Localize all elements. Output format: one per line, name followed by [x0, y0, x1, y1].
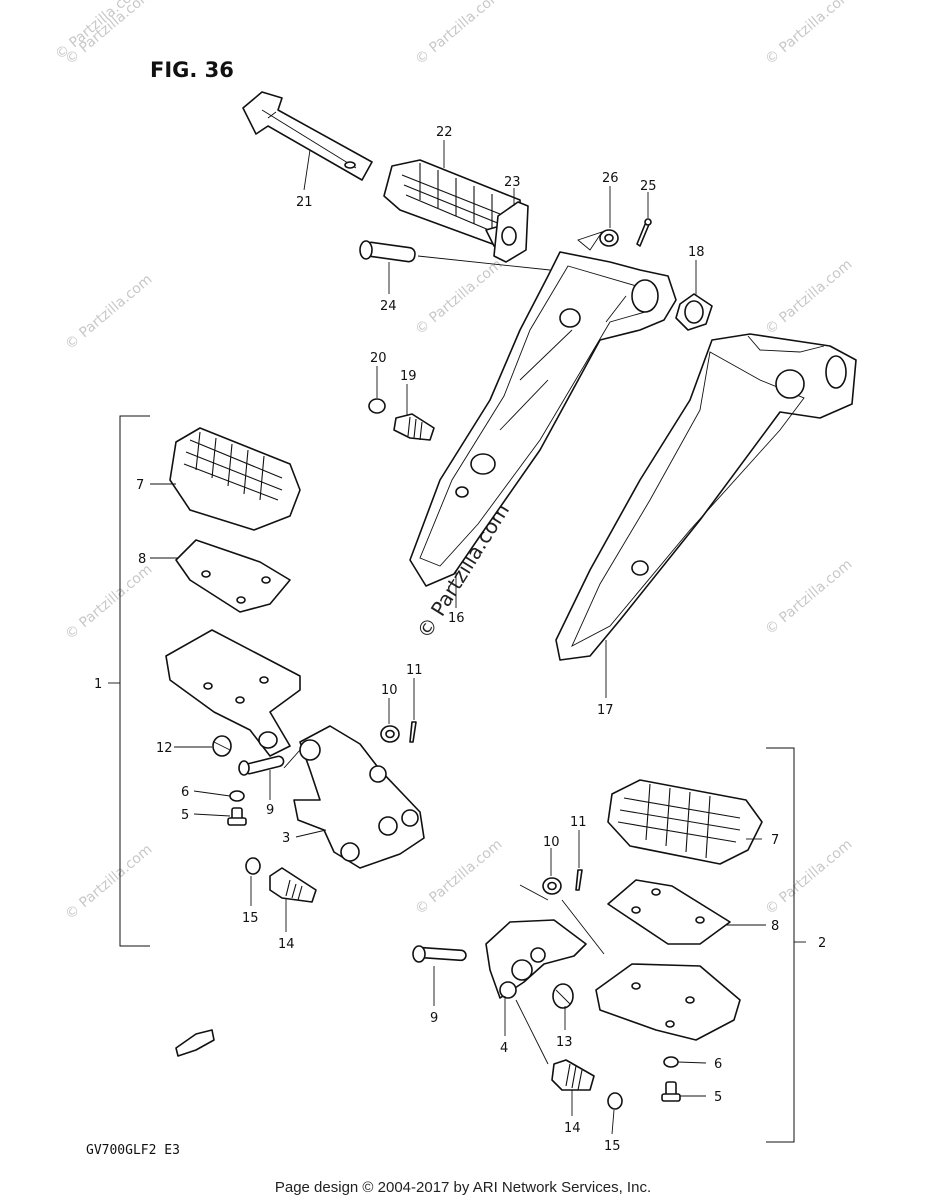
figure-title: FIG. 36: [150, 58, 234, 82]
part-2-footboard-base-right: [595, 963, 741, 1041]
callout-26: 26: [602, 171, 619, 186]
part-23-plate: [493, 201, 529, 263]
part-5-screw-left: [227, 807, 247, 826]
callout-6-right: 6: [714, 1057, 722, 1072]
part-21-shaft: [242, 91, 373, 181]
callout-1: 1: [94, 677, 102, 692]
watermark: © Partzilla.com: [412, 836, 505, 918]
part-6-nut-left: [229, 790, 245, 802]
callout-8-left: 8: [138, 552, 146, 567]
watermark: © Partzilla.com: [412, 0, 505, 68]
part-26-washer: [599, 229, 619, 247]
callout-18: 18: [688, 245, 705, 260]
leader-lines: [108, 140, 806, 1135]
part-11-cotter-left: [409, 721, 417, 743]
part-17-bracket: [555, 333, 857, 661]
assembly-2-bracket-mark: [766, 747, 795, 1143]
callout-20: 20: [370, 351, 387, 366]
callout-11-right: 11: [570, 815, 587, 830]
part-13-spring-right: [552, 983, 574, 1009]
callout-17: 17: [597, 703, 614, 718]
part-14-bolt-left: [269, 867, 317, 903]
callout-24: 24: [380, 299, 397, 314]
callout-5-left: 5: [181, 808, 189, 823]
watermark: © Partzilla.com: [412, 256, 505, 338]
callout-4: 4: [500, 1041, 508, 1056]
callout-9-left: 9: [266, 803, 274, 818]
part-7-footboard-rubber-right: [607, 779, 763, 865]
watermark: © Partzilla.com: [62, 561, 155, 643]
callout-14-left: 14: [278, 937, 295, 952]
part-19-bolt: [393, 413, 435, 441]
callout-7-left: 7: [136, 478, 144, 493]
callout-22: 22: [436, 125, 453, 140]
part-25-cotter-pin: [636, 218, 652, 247]
part-20-nut: [368, 398, 386, 414]
part-4-bracket-right: [485, 919, 587, 999]
callout-21: 21: [296, 195, 313, 210]
part-8-footboard-plate-right: [607, 879, 731, 945]
callout-10-left: 10: [381, 683, 398, 698]
callout-15-right: 15: [604, 1139, 621, 1154]
part-8-footboard-plate: [175, 539, 291, 613]
part-12-spring: [212, 735, 232, 757]
callout-3: 3: [282, 831, 290, 846]
part-24-pin: [359, 240, 416, 263]
fwd-arrow: FWD: [175, 1029, 215, 1057]
callout-14-right: 14: [564, 1121, 581, 1136]
part-14-bolt-right: [551, 1059, 595, 1091]
part-10-washer-right: [542, 877, 562, 895]
part-6-nut-right: [663, 1056, 679, 1068]
part-15-cap-right: [607, 1092, 623, 1110]
callout-15-left: 15: [242, 911, 259, 926]
part-18-bushing: [675, 293, 713, 331]
callout-9-right: 9: [430, 1011, 438, 1026]
watermark: © Partzilla.com: [62, 841, 155, 923]
callout-5-right: 5: [714, 1090, 722, 1105]
watermark: © Partzilla.com: [762, 256, 855, 338]
callout-labels: 21 22 23 26 25 18 24 20 19 16 17 7 8 1 1…: [94, 125, 826, 1154]
callout-12: 12: [156, 741, 173, 756]
part-5-screw-right: [661, 1081, 681, 1102]
callout-7-right: 7: [771, 833, 779, 848]
callout-19: 19: [400, 369, 417, 384]
model-code: GV700GLF2 E3: [86, 1143, 180, 1158]
callout-13: 13: [556, 1035, 573, 1050]
watermark: © Partzilla.com: [62, 271, 155, 353]
callout-25: 25: [640, 179, 657, 194]
part-1-footboard-base: [165, 629, 301, 757]
part-10-washer-left: [380, 725, 400, 743]
assembly-1-bracket-mark: [119, 415, 150, 947]
part-9-pin-left: [238, 755, 285, 776]
callout-11-left: 11: [406, 663, 423, 678]
callout-10-right: 10: [543, 835, 560, 850]
watermark: © Partzilla.com: [762, 556, 855, 638]
callout-2: 2: [818, 936, 826, 951]
callout-6-left: 6: [181, 785, 189, 800]
part-15-cap-left: [245, 857, 261, 875]
part-11-cotter-right: [575, 869, 583, 891]
watermark: © Partzilla.com: [762, 836, 855, 918]
watermark: © Partzilla.com: [762, 0, 855, 68]
part-3-bracket-left: [293, 725, 425, 869]
part-9-pin-right: [412, 945, 467, 963]
callout-16: 16: [448, 611, 465, 626]
part-16-bracket: [409, 251, 677, 587]
part-7-footboard-rubber: [169, 427, 301, 531]
footer-copyright: Page design © 2004-2017 by ARI Network S…: [275, 1179, 651, 1196]
callout-23: 23: [504, 175, 521, 190]
callout-8-right: 8: [771, 919, 779, 934]
